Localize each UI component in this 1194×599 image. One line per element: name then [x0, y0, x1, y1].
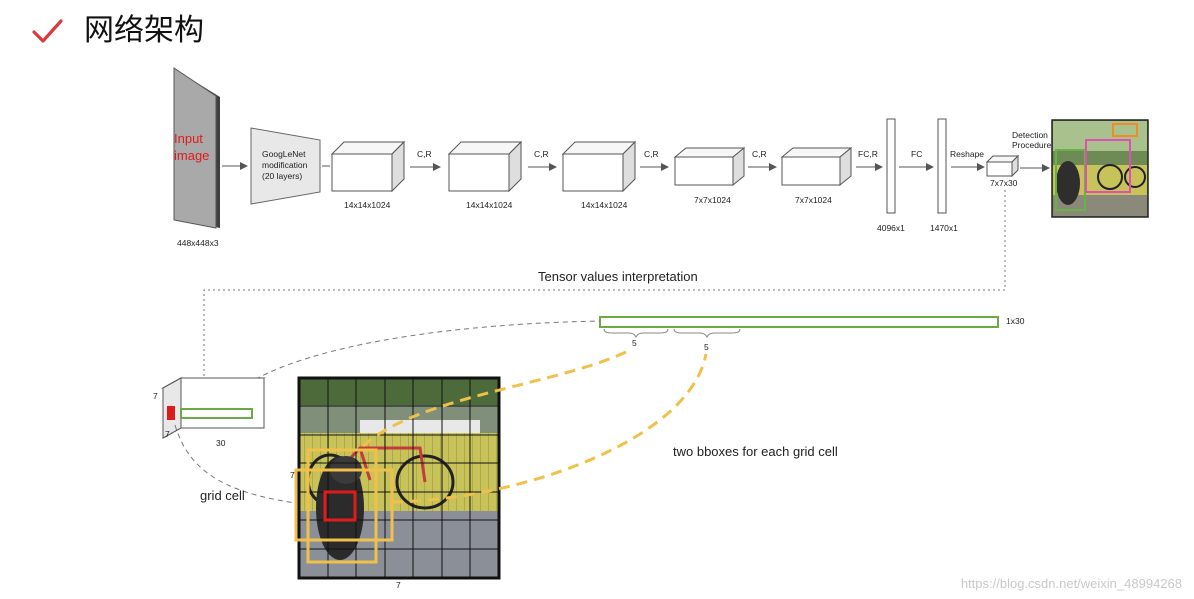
bbox-label: two bboxes for each grid cell: [673, 444, 838, 459]
grid-side-label: 7: [290, 470, 295, 480]
fc-label: FC: [911, 149, 922, 159]
grid-photo: [294, 376, 501, 580]
block5-op: FC,R: [858, 149, 878, 159]
conv-block-1: [330, 140, 406, 193]
detection-line2: Procedure: [1012, 140, 1051, 150]
block4-op: C,R: [752, 149, 767, 159]
brace-2: [673, 328, 741, 339]
checkmark-icon: [32, 19, 63, 43]
tensor-cube-7x7x30: [161, 377, 266, 439]
brace-1: [603, 328, 669, 339]
vector-1x30: [599, 316, 999, 328]
fc2-bar: [937, 118, 947, 214]
cube-width-label: 7: [165, 429, 170, 439]
dotted-connector: [203, 190, 1006, 380]
googlenet-line3: (20 layers): [262, 171, 302, 181]
fc2-dim: 1470x1: [930, 223, 958, 233]
block4-dim: 7x7x1024: [694, 195, 731, 205]
fc1-bar: [886, 118, 896, 214]
grid-bottom-label: 7: [396, 580, 401, 590]
block1-op: C,R: [417, 149, 432, 159]
bbox-curve-1: [362, 348, 631, 448]
input-label-line1: Input: [174, 131, 203, 146]
interpretation-title: Tensor values interpretation: [538, 269, 698, 284]
detection-output-image: [1051, 119, 1149, 218]
block5-dim: 7x7x1024: [795, 195, 832, 205]
conv-block-2: [447, 140, 523, 193]
googlenet-block: GoogLeNet modification (20 layers): [250, 127, 321, 205]
input-image-slab: Input image: [173, 67, 220, 229]
conv-block-4: [673, 146, 746, 187]
output-tensor-cube: [985, 154, 1020, 178]
watermark: https://blog.csdn.net/weixin_48994268: [960, 576, 1182, 591]
conv-block-5: [780, 146, 853, 187]
reshape-label: Reshape: [950, 149, 984, 159]
googlenet-line2: modification: [262, 160, 308, 170]
cube-height-label: 7: [153, 391, 158, 401]
brace-2-label: 5: [704, 342, 709, 352]
vector-label: 1x30: [1006, 316, 1025, 326]
brace-1-label: 5: [632, 338, 637, 348]
block2-dim: 14x14x1024: [466, 200, 513, 210]
block3-dim: 14x14x1024: [581, 200, 628, 210]
block1-dim: 14x14x1024: [344, 200, 391, 210]
cube-depth-label: 30: [216, 438, 226, 448]
block2-op: C,R: [534, 149, 549, 159]
googlenet-line1: GoogLeNet: [262, 149, 306, 159]
page-title: 网络架构: [84, 13, 204, 48]
header: 网络架构: [30, 14, 204, 48]
conv-block-3: [561, 140, 637, 193]
grid-cell-label: grid cell: [200, 488, 245, 503]
detection-line1: Detection: [1012, 130, 1048, 140]
tensor-dim: 7x7x30: [990, 178, 1018, 188]
block3-op: C,R: [644, 149, 659, 159]
bbox-curve-2: [391, 353, 708, 504]
input-dim-label: 448x448x3: [177, 238, 219, 248]
fc1-dim: 4096x1: [877, 223, 905, 233]
input-label-line2: image: [174, 148, 209, 163]
